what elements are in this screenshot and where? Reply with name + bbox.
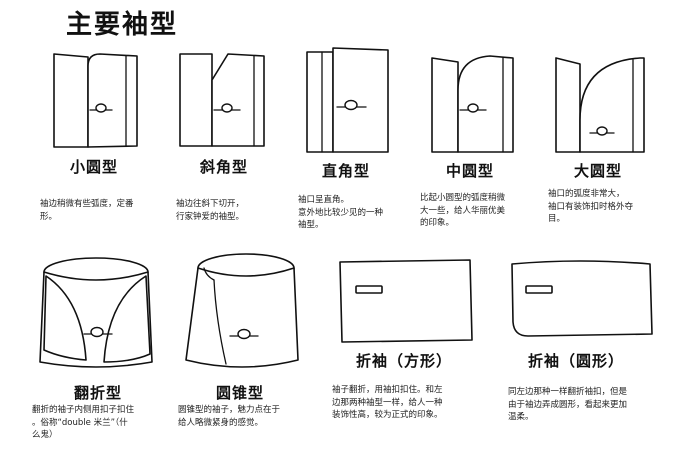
cuff-medium-round-drawing [431,55,514,153]
style-desc-medium-round: 比起小圆型的弧度稍微 大一些，给人华丽优美 的印象。 [420,193,506,228]
cuff-french-round-drawing [511,260,653,337]
cuff-square-drawing [306,47,389,153]
cuff-large-round-drawing [555,57,645,153]
cuff-french-square-drawing [339,259,473,343]
style-name-french-square: 折袖（方形） [356,352,453,370]
style-desc-french-round: 同左边那种一样翻折袖扣，但是 由于袖边弄成圆形，看起来更加 温柔。 [508,387,628,422]
style-desc-french-square: 袖子翻折，用袖扣扣住。和左 边那两种袖型一样，给人一种 装饰性高，较为正式的印象… [332,385,443,420]
cuff-conical-drawing [185,253,299,368]
style-name-medium-round: 中圆型 [446,162,495,180]
style-name-square: 直角型 [322,162,371,180]
style-name-large-round: 大圆型 [574,162,623,180]
style-desc-angled: 袖边往斜下切开， 行家钟爱的袖型。 [176,199,245,222]
style-desc-turnback: 翻折的袖子内侧用扣子扣住 。俗称“double 米兰”（什 么鬼） [32,405,135,440]
style-desc-conical: 圆锥型的袖子，魅力点在于 给人略微紧身的感觉。 [178,405,281,428]
style-name-angled: 斜角型 [200,158,249,176]
style-name-conical: 圆锥型 [216,384,265,402]
style-desc-large-round: 袖口的弧度非常大， 袖口有装饰扣时格外夺 目。 [548,189,634,224]
cuff-angled-drawing [179,53,265,147]
page-title: 主要袖型 [66,10,179,40]
cuff-turnback-drawing [39,257,153,368]
style-desc-small-round: 袖边稍微有些弧度，定番 形。 [40,199,134,222]
style-name-small-round: 小圆型 [70,158,119,176]
cuff-small-round-drawing [53,53,138,148]
style-desc-square: 袖口呈直角。 意外地比较少见的一种 袖型。 [298,195,384,230]
style-name-turnback: 翻折型 [74,384,123,402]
style-name-french-round: 折袖（圆形） [528,352,625,370]
